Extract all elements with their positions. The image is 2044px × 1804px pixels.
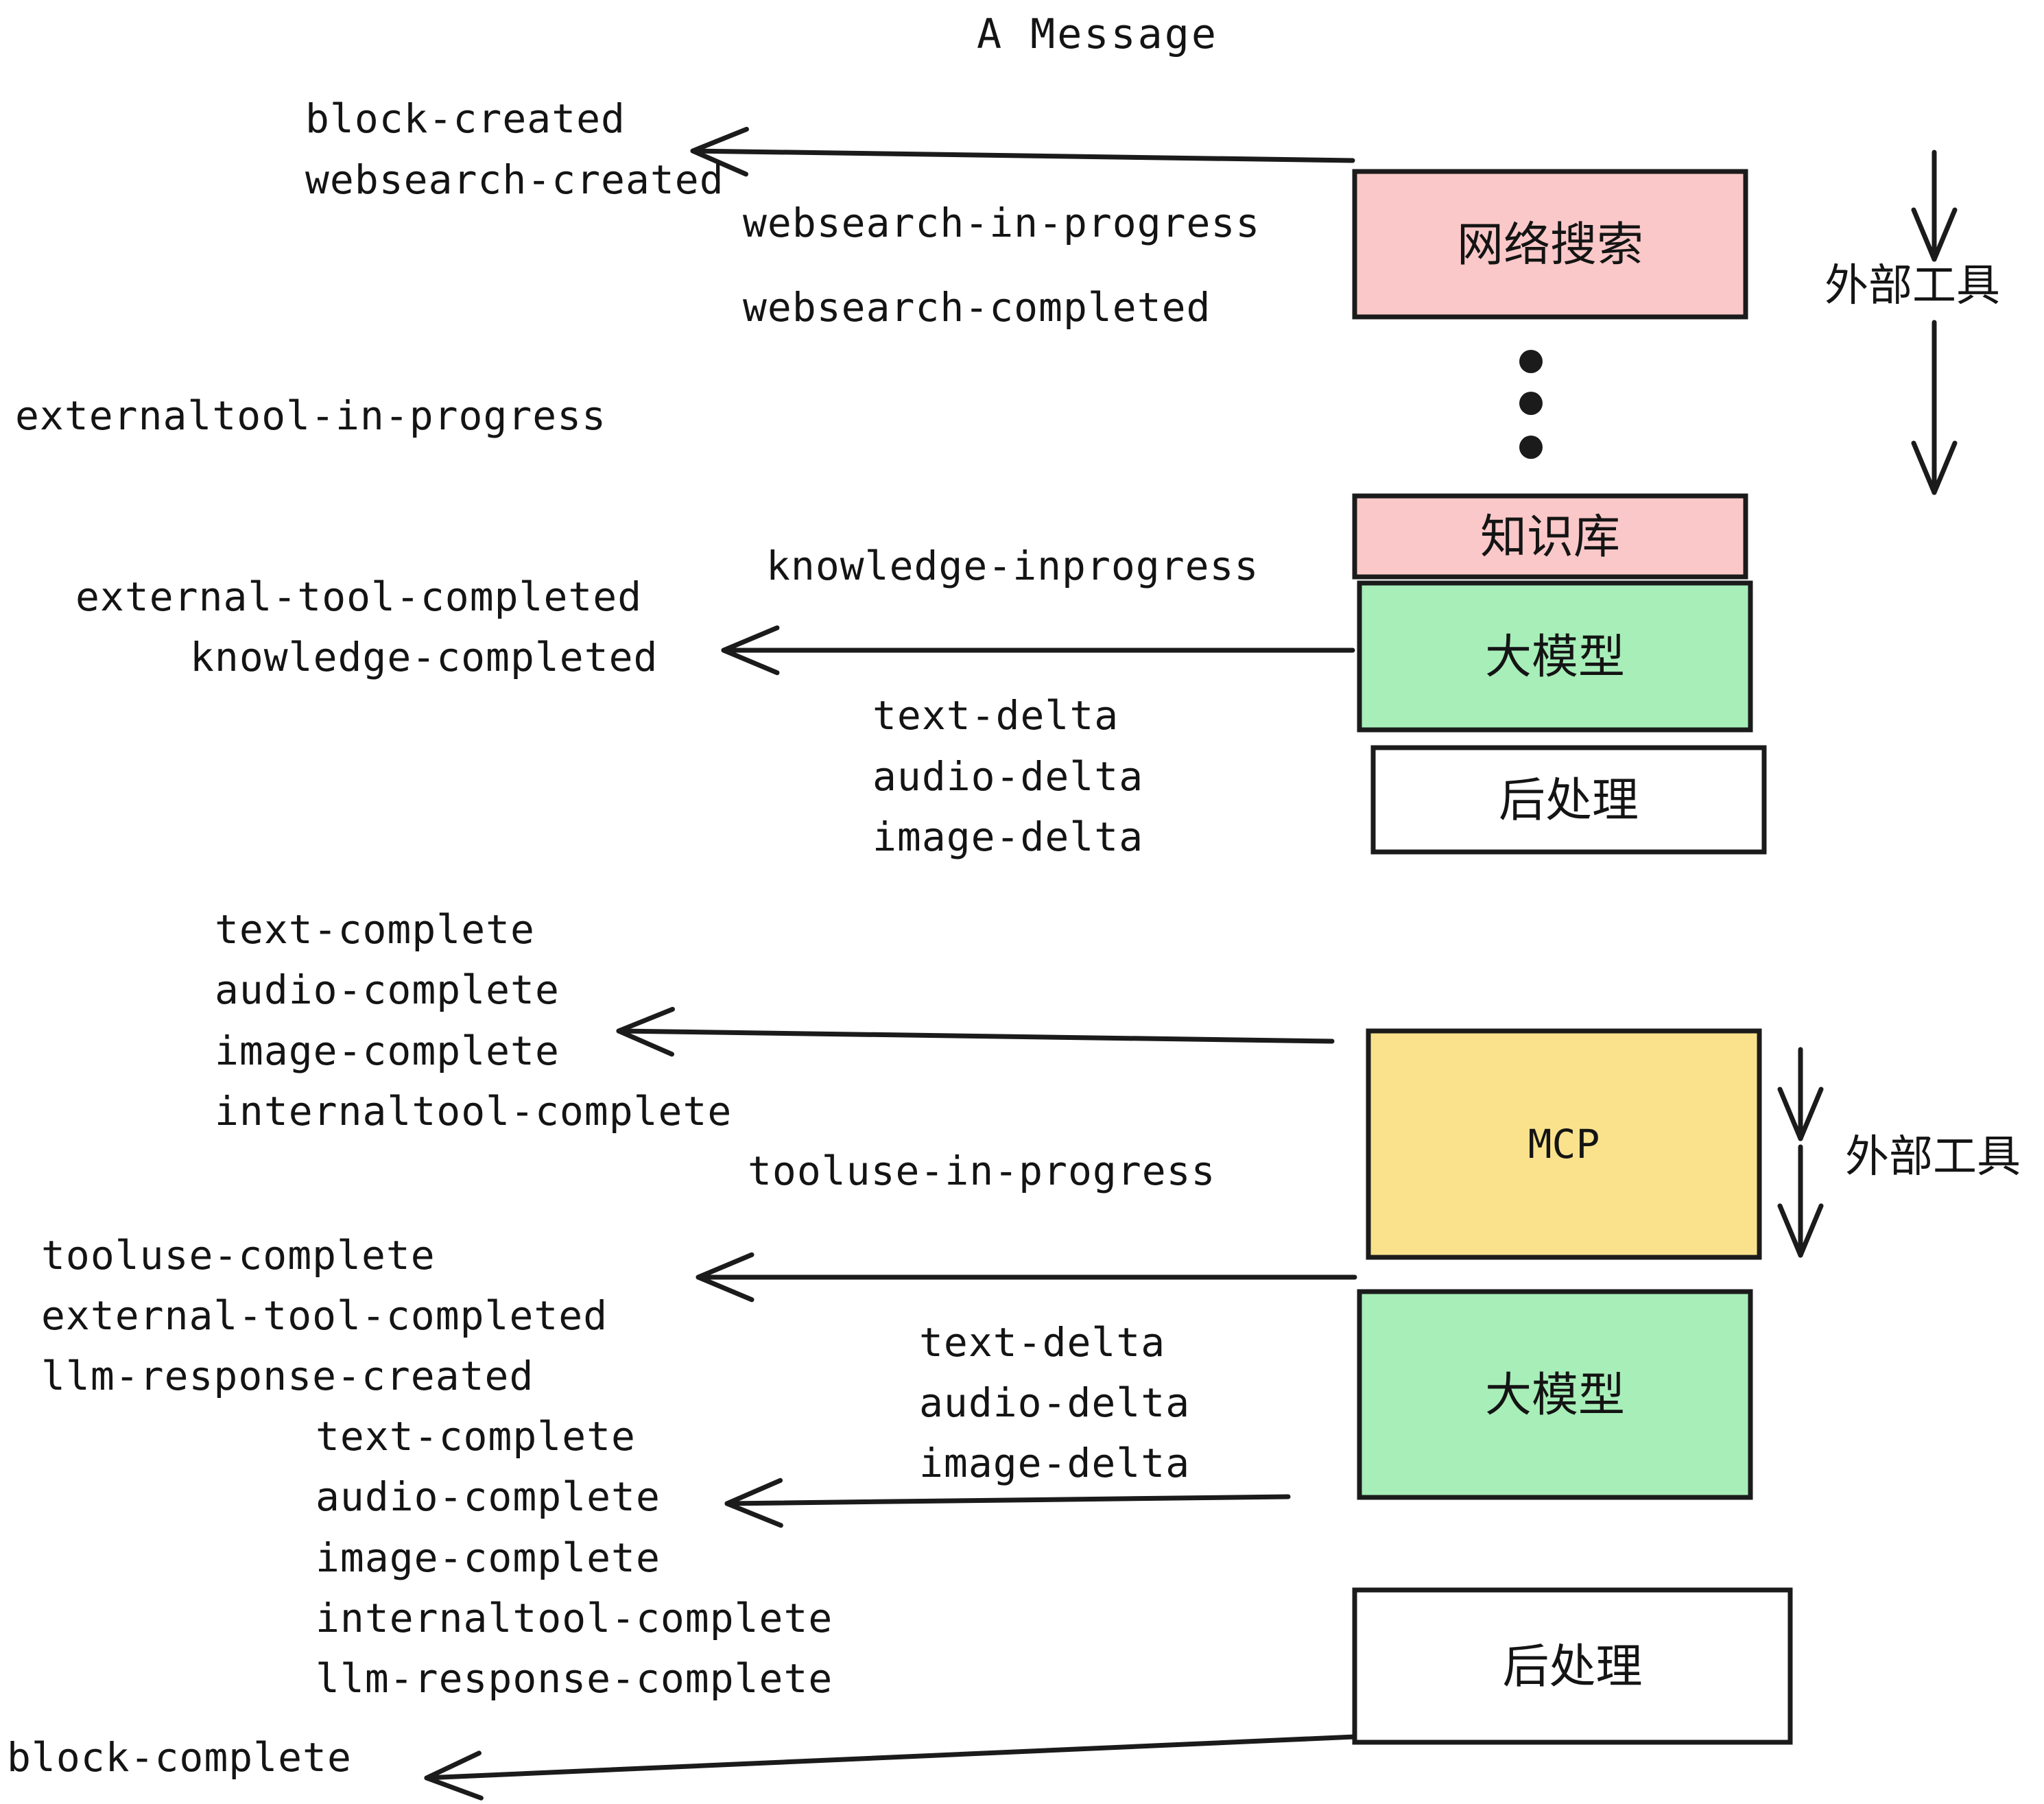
box-knowledge-label: 知识库 [1480, 510, 1620, 565]
event-label-group: block-created websearch-created websearch-… [7, 95, 1260, 1781]
arrow-knowledge-completed-head [721, 625, 780, 676]
arrow-block-created-head [690, 126, 749, 177]
arrow-image-complete [616, 1006, 1335, 1057]
event-label-internaltool-complete-1: internaltool-complete [215, 1088, 732, 1135]
box-websearch-rect [1352, 169, 1748, 320]
box-knowledge: 知识库 [1352, 493, 1748, 580]
external-tool-bottom-down-arrow-icon-head [1777, 1203, 1824, 1258]
box-postprocess-1-label: 后处理 [1499, 774, 1639, 828]
box-mcp: MCP [1366, 1028, 1762, 1260]
box-llm-1-rect [1357, 580, 1753, 733]
external-tool-top-down-arrow-icon [1911, 320, 1958, 495]
box-llm-1: 大模型 [1357, 580, 1753, 733]
box-postprocess-2-label: 后处理 [1502, 1640, 1642, 1694]
box-mcp-label: MCP [1528, 1121, 1600, 1167]
arrow-audio-complete-head [724, 1477, 783, 1528]
event-label-knowledge-completed: knowledge-completed [190, 634, 658, 680]
event-label-block-created: block-created [305, 95, 626, 142]
arrow-block-complete-shaft [424, 1734, 1357, 1781]
box-mcp-rect [1366, 1028, 1762, 1260]
arrow-block-created-shaft [690, 148, 1355, 163]
event-label-audio-complete-1: audio-complete [215, 966, 560, 1013]
event-label-websearch-completed: websearch-completed [743, 284, 1211, 331]
external-tool-top-label: 外部工具 [1825, 261, 2000, 311]
event-label-tooluse-in-progress: tooluse-in-progress [748, 1148, 1215, 1194]
external-tool-bottom-up-arrow-icon-head [1777, 1087, 1824, 1141]
ellipsis-dot-1 [1519, 350, 1543, 373]
box-llm-2: 大模型 [1357, 1289, 1753, 1500]
arrow-block-created [690, 126, 1355, 177]
event-label-image-complete-2: image-complete [316, 1534, 661, 1581]
external-tool-bottom-up-arrow-icon [1777, 1047, 1824, 1141]
ellipsis-dot-3 [1519, 436, 1543, 459]
event-label-text-complete-1: text-complete [215, 906, 535, 953]
box-websearch-label: 网络搜索 [1457, 218, 1643, 272]
ellipsis-dot-2 [1519, 392, 1543, 415]
external-tool-bottom-down-arrow-icon [1777, 1144, 1824, 1258]
arrow-group [424, 126, 1357, 1801]
arrow-image-complete-head [616, 1006, 675, 1057]
event-label-audio-delta-2: audio-delta [919, 1379, 1190, 1426]
event-label-audio-complete-2: audio-complete [316, 1473, 661, 1520]
vertical-ellipsis-icon [1519, 350, 1543, 459]
box-llm-2-rect [1357, 1289, 1753, 1500]
arrow-block-complete [424, 1734, 1357, 1801]
diagram-title: A Message [977, 10, 1218, 58]
event-label-internaltool-complete-2: internaltool-complete [316, 1595, 833, 1641]
event-label-llm-response-created: llm-response-created [41, 1353, 534, 1399]
event-label-knowledge-inprogress: knowledge-inprogress [766, 543, 1259, 589]
box-postprocess-2-rect [1352, 1587, 1793, 1745]
arrow-tooluse-complete-head [696, 1252, 754, 1303]
event-label-text-delta-1: text-delta [872, 692, 1119, 739]
box-postprocess-2: 后处理 [1352, 1587, 1793, 1745]
event-label-audio-delta-1: audio-delta [872, 753, 1143, 800]
arrow-audio-complete [724, 1477, 1291, 1528]
event-label-external-tool-completed-1: external-tool-completed [75, 573, 642, 620]
arrow-block-complete-head [424, 1750, 484, 1801]
external-tool-bottom-label: 外部工具 [1845, 1132, 2021, 1183]
event-label-image-delta-2: image-delta [919, 1440, 1190, 1486]
box-llm-1-label: 大模型 [1485, 630, 1625, 685]
event-label-websearch-created: websearch-created [305, 156, 724, 203]
box-knowledge-rect [1352, 493, 1748, 580]
event-label-externaltool-in-progress: externaltool-in-progress [15, 392, 606, 439]
event-label-text-delta-2: text-delta [919, 1319, 1165, 1366]
event-label-tooluse-complete: tooluse-complete [41, 1232, 436, 1279]
box-llm-2-label: 大模型 [1485, 1368, 1625, 1423]
arrow-audio-complete-shaft [724, 1494, 1291, 1506]
event-label-block-complete: block-complete [7, 1734, 352, 1781]
external-tool-top-up-arrow-icon-head [1911, 207, 1958, 262]
external-tool-top-down-arrow-icon-head [1911, 440, 1958, 495]
box-postprocess-1: 后处理 [1370, 745, 1767, 855]
arrow-knowledge-completed [721, 625, 1355, 676]
event-label-text-complete-2: text-complete [316, 1413, 636, 1460]
arrow-image-complete-shaft [616, 1028, 1335, 1044]
box-websearch: 网络搜索 [1352, 169, 1748, 320]
event-label-websearch-in-progress: websearch-in-progress [743, 200, 1260, 246]
event-label-external-tool-completed-2: external-tool-completed [41, 1292, 608, 1339]
event-label-llm-response-complete: llm-response-complete [316, 1655, 833, 1702]
external-tool-top-up-arrow-icon [1911, 150, 1958, 262]
arrow-tooluse-complete [696, 1252, 1357, 1303]
box-postprocess-1-rect [1370, 745, 1767, 855]
event-label-image-delta-1: image-delta [872, 814, 1143, 860]
event-label-image-complete-1: image-complete [215, 1028, 560, 1074]
